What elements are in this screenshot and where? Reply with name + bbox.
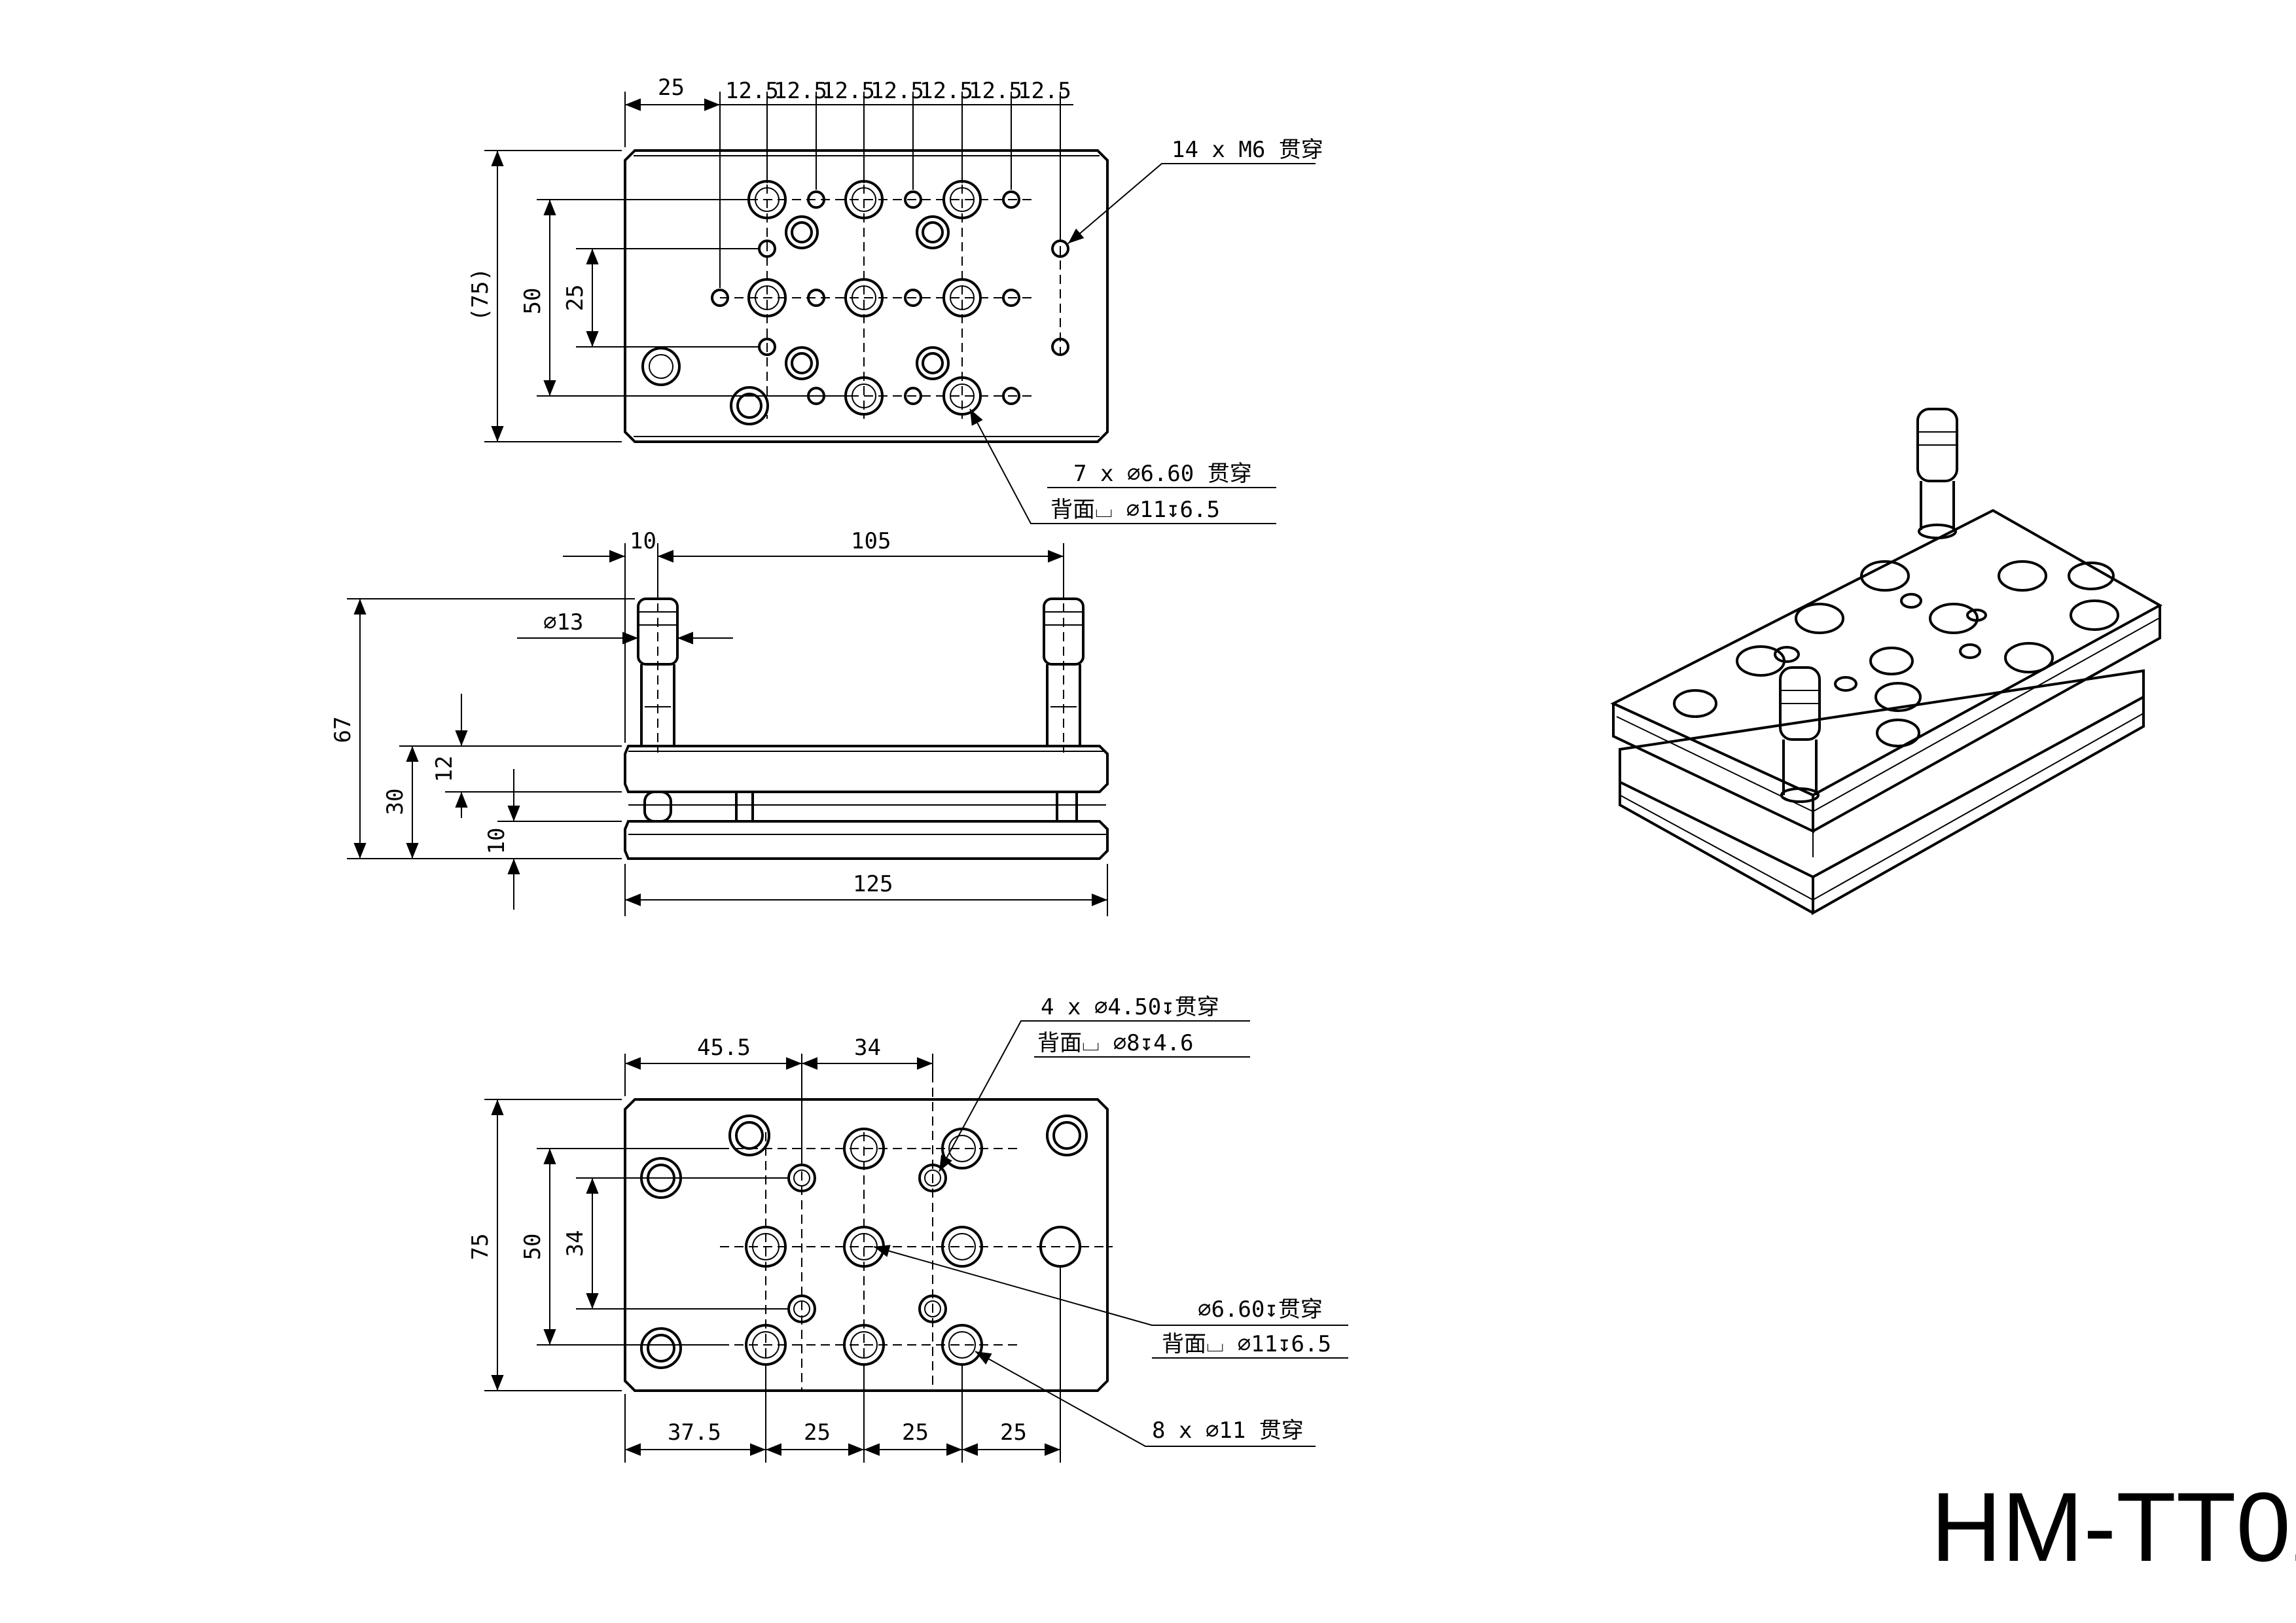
bottom-view: 45.5 34 75 50 34 37.5 25 25 25 4 x ⌀4.50… [467, 994, 1348, 1463]
iso-pin-rear [1916, 408, 1958, 539]
side-pin-left [637, 589, 679, 753]
callout-66-1: ⌀6.60↧贯穿 [1198, 1296, 1323, 1323]
dim-top-25: 25 [658, 75, 685, 101]
dim-side-12: 12 [431, 756, 457, 783]
dim-top-50: 50 [520, 288, 546, 315]
dim-bot-34v: 34 [562, 1230, 588, 1257]
top-m6-holes [711, 190, 1069, 405]
dim-bot-34: 34 [854, 1035, 881, 1061]
top-view: 25 12.5 12.5 12.5 12.5 12.5 12.5 12.5 (7… [467, 75, 1323, 524]
callout-66-2: 背面⌴ ⌀11↧6.5 [1162, 1331, 1331, 1357]
bottom-plate-outline [624, 1098, 1109, 1392]
top-plate-outline [624, 149, 1109, 443]
dim-top-25v: 25 [562, 285, 588, 312]
dim-pitch: 12.5 [920, 78, 973, 104]
dim-pitch: 12.5 [870, 78, 924, 104]
dim-bot-25: 25 [1000, 1419, 1027, 1446]
dim-bot-75: 75 [467, 1234, 493, 1260]
side-view: 10 105 ⌀13 67 30 12 10 125 [330, 528, 1109, 916]
dim-side-125: 125 [853, 871, 893, 897]
dim-side-d13: ⌀13 [543, 609, 583, 635]
dim-bot-45-5: 45.5 [697, 1035, 751, 1061]
dim-bot-50: 50 [520, 1234, 546, 1260]
bottom-cbore-holes [640, 1115, 1088, 1369]
dim-bot-25: 25 [804, 1419, 831, 1446]
side-upper-plate [624, 745, 1109, 793]
dim-pitch: 12.5 [1018, 78, 1071, 104]
dim-bot-25: 25 [902, 1419, 929, 1446]
dim-side-10v: 10 [484, 828, 510, 855]
dim-pitch: 12.5 [969, 78, 1022, 104]
dim-pitch: 12.5 [821, 78, 875, 104]
dim-side-10: 10 [630, 528, 656, 554]
isometric-view [1610, 408, 2163, 916]
callout-thru-1: 7 x ⌀6.60 贯穿 [1073, 461, 1252, 487]
callout-11: 8 x ⌀11 贯穿 [1152, 1418, 1304, 1444]
bottom-m4-holes [787, 1164, 947, 1323]
dim-pitch: 12.5 [774, 78, 827, 104]
part-number: HM-TT02 [1931, 1472, 2296, 1582]
dim-side-30: 30 [382, 789, 408, 815]
side-lower-plate [624, 820, 1109, 860]
dim-bot-37-5: 37.5 [668, 1419, 721, 1446]
callout-m4-1: 4 x ⌀4.50↧贯穿 [1041, 994, 1219, 1020]
side-pin-right [1043, 589, 1085, 753]
iso-pin-front [1779, 666, 1821, 803]
dim-pitch: 12.5 [725, 78, 779, 104]
callout-m4-2: 背面⌴ ⌀8↧4.6 [1037, 1030, 1194, 1056]
callout-thru-2: 背面⌴ ⌀11↧6.5 [1050, 497, 1220, 523]
dim-side-105: 105 [851, 528, 891, 554]
callout-m6: 14 x M6 贯穿 [1172, 137, 1323, 163]
dim-side-67: 67 [330, 717, 356, 743]
iso-holes [1673, 560, 2119, 747]
dim-top-75: (75) [467, 268, 493, 321]
